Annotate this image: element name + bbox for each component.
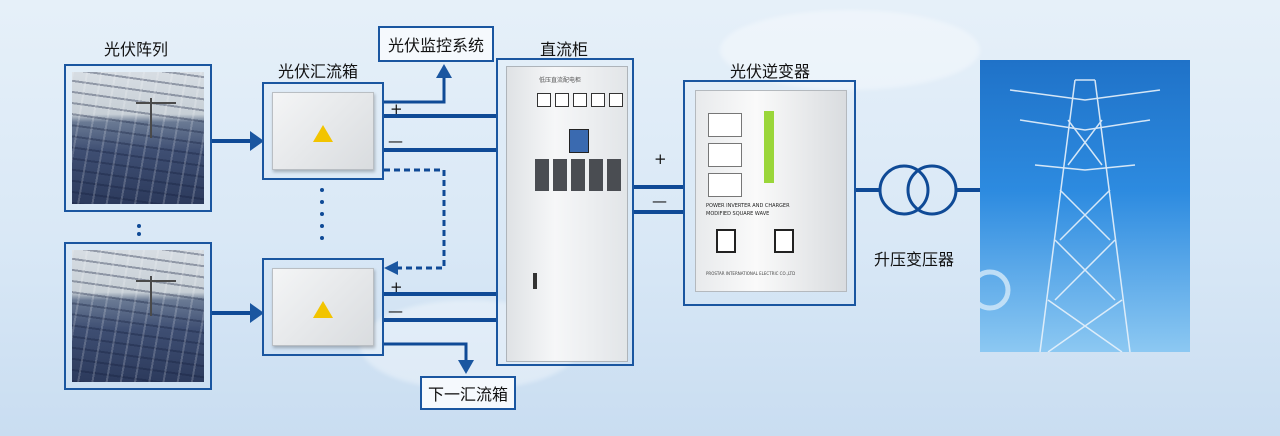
meter-icon bbox=[609, 93, 623, 107]
dc-cabinet-label: 直流柜 bbox=[540, 40, 589, 59]
minus-sign: — bbox=[388, 302, 403, 320]
warning-icon bbox=[313, 124, 333, 142]
power-tower-image bbox=[980, 60, 1190, 352]
inverter: POWER INVERTER AND CHARGER MODIFIED SQUA… bbox=[683, 80, 856, 306]
meter-icon bbox=[591, 93, 605, 107]
meter-icon bbox=[537, 93, 551, 107]
inverter-text-line-2: MODIFIED SQUARE WAVE bbox=[706, 211, 770, 217]
socket-icon bbox=[716, 229, 736, 253]
crane-icon bbox=[150, 98, 152, 138]
switch-icon bbox=[535, 159, 549, 191]
pv-array-image-1 bbox=[64, 64, 212, 212]
door-handle bbox=[533, 273, 537, 289]
meter-icon bbox=[573, 93, 587, 107]
switch-icon bbox=[589, 159, 603, 191]
inverter-text-line-1: POWER INVERTER AND CHARGER bbox=[706, 203, 790, 209]
meter-icon bbox=[555, 93, 569, 107]
warning-icon bbox=[313, 300, 333, 318]
minus-sign: — bbox=[652, 192, 667, 210]
meter-icon bbox=[708, 173, 742, 197]
meter-icon bbox=[708, 113, 742, 137]
plus-sign: + bbox=[390, 100, 403, 118]
monitoring-system-box: 光伏监控系统 bbox=[378, 26, 494, 62]
pv-array-label: 光伏阵列 bbox=[104, 40, 169, 59]
plus-sign: + bbox=[654, 150, 667, 168]
inverter-maker: PROSTAR INTERNATIONAL ELECTRIC CO.,LTD bbox=[706, 271, 796, 276]
pv-array-image-2 bbox=[64, 242, 212, 390]
display-screen bbox=[569, 129, 589, 153]
cabinet-nameplate: 低压直流配电柜 bbox=[539, 77, 582, 84]
combiner-box-label: 光伏汇流箱 bbox=[278, 62, 359, 81]
inverter-label: 光伏逆变器 bbox=[730, 62, 811, 81]
combiner-box-1 bbox=[262, 82, 384, 180]
combiner-box-2 bbox=[262, 258, 384, 356]
minus-sign: — bbox=[388, 132, 403, 150]
indicator-panel bbox=[764, 111, 774, 183]
socket-icon bbox=[774, 229, 794, 253]
step-up-transformer-label: 升压变压器 bbox=[874, 250, 955, 269]
switch-icon bbox=[553, 159, 567, 191]
plus-sign: + bbox=[390, 278, 403, 296]
switch-icon bbox=[607, 159, 621, 191]
next-combiner-box: 下一汇流箱 bbox=[420, 376, 516, 410]
dc-cabinet: 低压直流配电柜 bbox=[496, 58, 634, 366]
switch-icon bbox=[571, 159, 585, 191]
meter-icon bbox=[708, 143, 742, 167]
